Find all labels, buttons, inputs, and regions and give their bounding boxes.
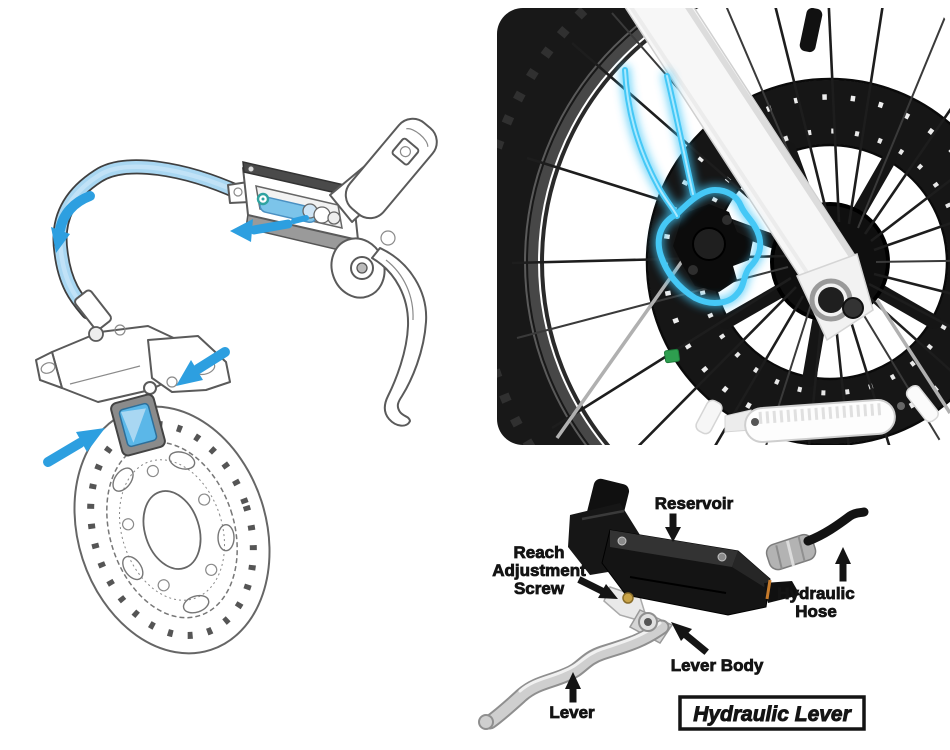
wheel-photo bbox=[497, 8, 950, 445]
caliper-photo bbox=[673, 204, 753, 292]
hydraulic-hose-photo bbox=[803, 507, 869, 546]
label-screw: Screw bbox=[514, 579, 565, 598]
label-hose: Hose bbox=[795, 602, 837, 621]
curved-hose-arrow-icon bbox=[51, 191, 95, 253]
fork bbox=[621, 8, 874, 342]
caliper-upper-arrow-icon bbox=[176, 347, 230, 386]
lever-body-arrow-icon bbox=[671, 622, 692, 641]
hose-arrow-icon bbox=[835, 547, 851, 564]
reach-arrow-icon bbox=[598, 584, 618, 599]
master-cylinder-drawing bbox=[227, 161, 359, 255]
label-reach: Reach bbox=[513, 543, 564, 562]
label-lever-body: Lever Body bbox=[671, 656, 764, 675]
label-hydraulic: Hydraulic bbox=[777, 584, 854, 603]
lever-photo bbox=[478, 478, 869, 730]
caption-hydraulic-lever: Hydraulic Lever bbox=[693, 703, 852, 726]
brake-pad-window bbox=[110, 393, 166, 457]
handlebar-clamp-drawing bbox=[329, 117, 438, 223]
caption-box bbox=[678, 695, 866, 731]
valve-stem bbox=[799, 8, 823, 53]
lever-arrow-icon bbox=[565, 672, 581, 689]
label-lever: Lever bbox=[549, 703, 595, 722]
hose-fitting bbox=[74, 289, 112, 331]
lever-blade-drawing bbox=[330, 230, 428, 427]
reservoir-arrow-icon bbox=[665, 527, 681, 542]
brake-caliper-drawing bbox=[35, 324, 231, 457]
hose-routing-illustration bbox=[35, 117, 438, 655]
hose-outlet bbox=[764, 581, 800, 603]
caliper-lower-arrow-icon bbox=[43, 428, 105, 467]
hydraulic-hose-drawing bbox=[52, 159, 248, 331]
axle-nut bbox=[842, 297, 864, 319]
label-adjustment: Adjustment bbox=[492, 561, 586, 580]
hose-fitting-silver bbox=[765, 533, 817, 571]
disc-rotor-drawing bbox=[73, 405, 271, 655]
spoke-tag bbox=[663, 348, 681, 364]
caliper-glow-outline bbox=[620, 65, 766, 308]
labels: Reservoir Reach Adjustment Screw Hydraul… bbox=[492, 494, 866, 731]
hydraulic-lever-diagram: Reservoir Reach Adjustment Screw Hydraul… bbox=[478, 478, 869, 731]
master-cylinder-arrow-icon bbox=[230, 215, 309, 242]
label-reservoir: Reservoir bbox=[655, 494, 734, 513]
wheel-reflector bbox=[695, 384, 939, 444]
reach-adjustment-screw bbox=[622, 592, 634, 604]
